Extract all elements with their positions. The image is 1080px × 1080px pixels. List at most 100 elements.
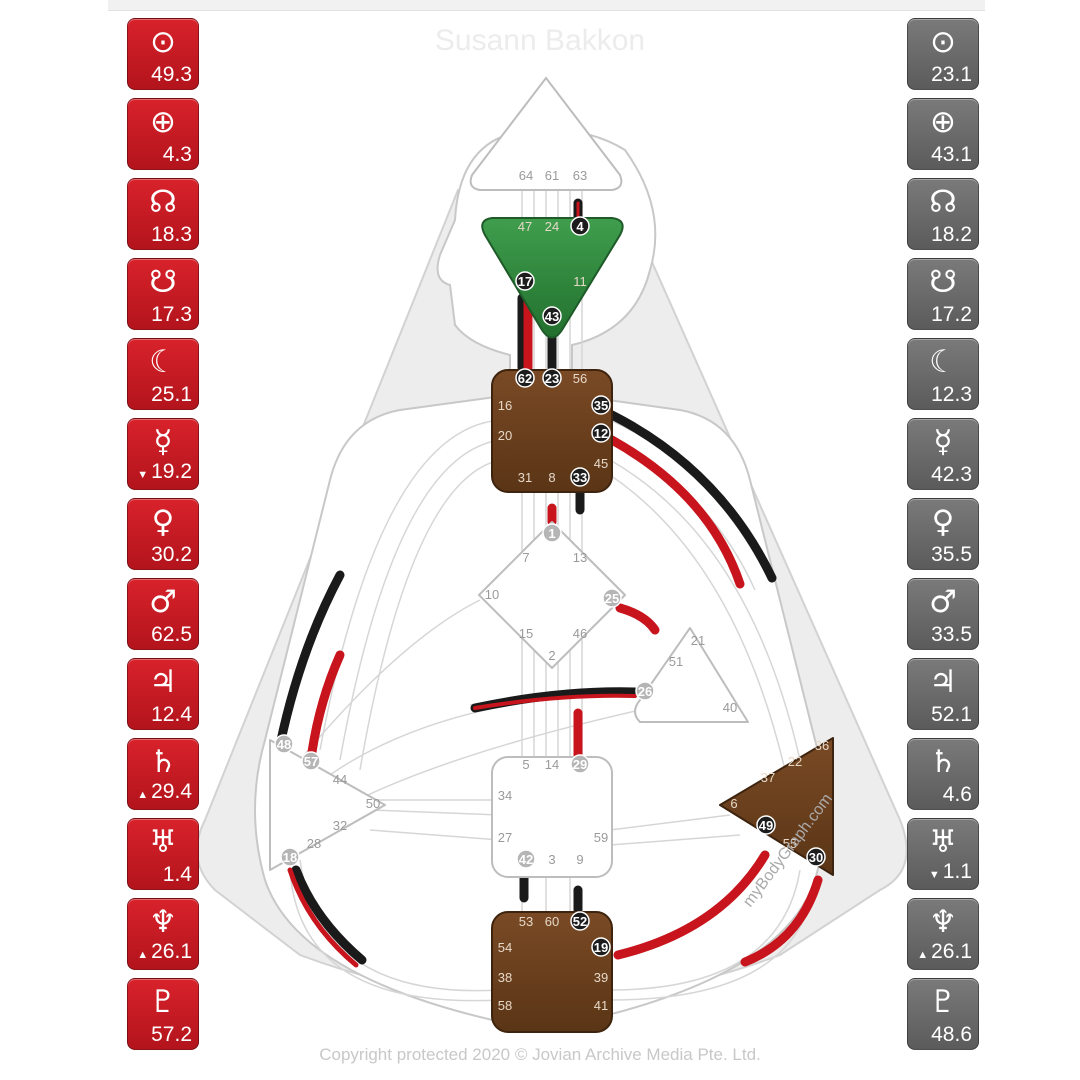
active-gate-marker <box>542 523 562 543</box>
sacral-center <box>491 756 613 878</box>
gate-38-label: 38 <box>498 970 512 985</box>
spleen-center <box>269 739 386 871</box>
design-activation-value: 4.3 <box>162 143 192 166</box>
design-north-node-tile: ☊18.3 <box>127 178 199 250</box>
pluto-icon: ♇ <box>929 984 957 1020</box>
personality-activation-value: 18.2 <box>931 223 972 246</box>
gate-44-label: 44 <box>333 772 347 787</box>
gate-63-label: 63 <box>573 168 587 183</box>
active-gate-marker <box>591 937 611 957</box>
gate-50-label: 50 <box>366 796 380 811</box>
design-activation-value: ▲26.1 <box>137 940 192 963</box>
detriment-arrow-icon: ▼ <box>137 469 149 481</box>
active-gate-marker <box>591 395 611 415</box>
gate-59-label: 59 <box>594 830 608 845</box>
moon-icon: ☾ <box>929 344 957 380</box>
personality-activation-value: 33.5 <box>931 623 972 646</box>
active-gate-marker <box>806 847 826 867</box>
gate-48-label: 48 <box>277 737 291 752</box>
personality-column: ⊙23.1⊕43.1☊18.2☋17.2☾12.3☿42.3♀35.5♂33.5… <box>907 18 979 1058</box>
earth-icon: ⊕ <box>150 104 176 140</box>
design-activation-value: 62.5 <box>151 623 192 646</box>
active-gate-marker <box>301 751 321 771</box>
design-uranus-tile: ♅1.4 <box>127 818 199 890</box>
design-mars-tile: ♂62.5 <box>127 578 199 650</box>
gate-1-label: 1 <box>548 526 555 541</box>
gate-47-label: 47 <box>518 219 532 234</box>
gate-53-label: 53 <box>519 914 533 929</box>
personality-activation-value: 48.6 <box>931 1023 972 1046</box>
earth-icon: ⊕ <box>930 104 956 140</box>
active-gate-marker <box>570 754 590 774</box>
active-gate-marker <box>591 423 611 443</box>
north-node-icon: ☊ <box>149 184 177 220</box>
sun-icon: ⊙ <box>150 24 176 60</box>
gate-46-label: 46 <box>573 626 587 641</box>
mercury-icon: ☿ <box>933 424 953 460</box>
mars-icon: ♂ <box>929 584 957 620</box>
personality-activation-value: 4.6 <box>942 783 972 806</box>
gate-24-label: 24 <box>545 219 559 234</box>
saturn-icon: ♄ <box>149 744 177 780</box>
north-node-icon: ☊ <box>929 184 957 220</box>
active-gate-marker <box>516 849 536 869</box>
jupiter-icon: ♃ <box>149 664 177 700</box>
design-sun-tile: ⊙49.3 <box>127 18 199 90</box>
gate-62-label: 62 <box>518 371 532 386</box>
gate-2-label: 2 <box>548 648 555 663</box>
design-activation-value: ▼19.2 <box>137 460 192 483</box>
mercury-icon: ☿ <box>153 424 173 460</box>
design-jupiter-tile: ♃12.4 <box>127 658 199 730</box>
gate-11-label: 11 <box>573 274 587 289</box>
gate-25-label: 25 <box>605 591 619 606</box>
personality-activation-value: 23.1 <box>931 63 972 86</box>
moon-icon: ☾ <box>149 344 177 380</box>
personality-activation-value: 43.1 <box>931 143 972 166</box>
personality-mars-tile: ♂ 33.5 <box>907 578 979 650</box>
gate-33-label: 33 <box>573 470 587 485</box>
exalted-arrow-icon: ▲ <box>917 949 929 961</box>
venus-icon: ♀ <box>151 504 175 540</box>
gate-35-label: 35 <box>594 398 608 413</box>
gate-23-label: 23 <box>545 371 559 386</box>
gate-58-label: 58 <box>498 998 512 1013</box>
gate-12-label: 12 <box>594 426 608 441</box>
g-center <box>478 521 626 669</box>
active-gate-marker <box>756 815 776 835</box>
gate-22-label: 22 <box>788 754 802 769</box>
personality-activation-value: 12.3 <box>931 383 972 406</box>
exalted-arrow-icon: ▲ <box>137 789 149 801</box>
gate-10-label: 10 <box>485 587 499 602</box>
neptune-icon: ♆ <box>149 904 177 940</box>
personality-activation-value: ▲26.1 <box>917 940 972 963</box>
personality-mercury-tile: ☿42.3 <box>907 418 979 490</box>
venus-icon: ♀ <box>931 504 955 540</box>
gate-4-label: 4 <box>576 219 584 234</box>
personality-north-node-tile: ☊ 18.2 <box>907 178 979 250</box>
gate-27-label: 27 <box>498 830 512 845</box>
gate-5-label: 5 <box>522 757 529 772</box>
exalted-arrow-icon: ▲ <box>137 949 149 961</box>
gate-36-label: 36 <box>815 738 829 753</box>
gate-34-label: 34 <box>498 788 512 803</box>
gate-19-label: 19 <box>594 940 608 955</box>
personality-sun-tile: ⊙23.1 <box>907 18 979 90</box>
design-column: ⊙49.3⊕4.3☊18.3☋17.3☾25.1☿▼19.2♀30.2♂62.5… <box>127 18 199 1058</box>
gate-16-label: 16 <box>498 398 512 413</box>
gate-13-label: 13 <box>573 550 587 565</box>
gate-14-label: 14 <box>545 757 559 772</box>
ego-center <box>634 627 749 723</box>
personality-activation-value: 17.2 <box>931 303 972 326</box>
personality-saturn-tile: ♄4.6 <box>907 738 979 810</box>
personality-south-node-tile: ☋17.2 <box>907 258 979 330</box>
design-activation-value: 30.2 <box>151 543 192 566</box>
gate-18-label: 18 <box>283 850 297 865</box>
gate-49-label: 49 <box>759 818 773 833</box>
south-node-icon: ☋ <box>149 264 177 300</box>
design-mercury-tile: ☿▼19.2 <box>127 418 199 490</box>
gate-41-label: 41 <box>594 998 608 1013</box>
neptune-icon: ♆ <box>929 904 957 940</box>
jupiter-icon: ♃ <box>929 664 957 700</box>
